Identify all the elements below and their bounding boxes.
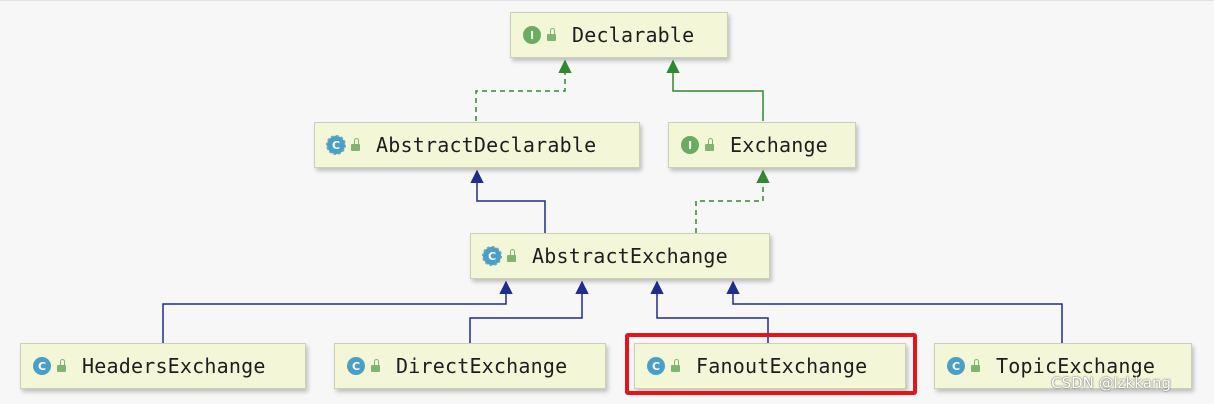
edge-fanoutexchange-extends-abstractexchange bbox=[650, 280, 769, 343]
node-abstract-exchange[interactable]: C AbstractExchange bbox=[470, 233, 770, 279]
public-lock-icon bbox=[971, 359, 980, 372]
node-headers-exchange[interactable]: C HeadersExchange bbox=[20, 343, 306, 389]
node-topic-exchange-label: TopicExchange bbox=[996, 354, 1156, 378]
node-direct-exchange[interactable]: C DirectExchange bbox=[334, 343, 606, 389]
class-badge-icon: C bbox=[347, 357, 365, 375]
edge-headersexchange-extends-abstractexchange bbox=[162, 280, 513, 343]
edge-exchange-extends-declarable bbox=[666, 59, 764, 121]
edge-abstractexchange-extends-abstractdeclarable bbox=[470, 169, 546, 233]
public-lock-icon bbox=[371, 359, 380, 372]
edge-abstractexchange-implements-exchange bbox=[695, 169, 770, 233]
class-badge-icon: C bbox=[947, 357, 965, 375]
node-abstract-exchange-label: AbstractExchange bbox=[532, 244, 728, 268]
node-declarable-label: Declarable bbox=[572, 23, 695, 47]
node-fanout-exchange-label: FanoutExchange bbox=[696, 354, 868, 378]
interface-badge-icon: I bbox=[523, 26, 541, 44]
interface-badge-icon: I bbox=[681, 136, 699, 154]
highlight-box-fanout-exchange bbox=[625, 333, 917, 395]
node-fanout-exchange[interactable]: C FanoutExchange bbox=[634, 343, 906, 389]
class-badge-icon: C bbox=[647, 357, 665, 375]
public-lock-icon bbox=[57, 359, 66, 372]
public-lock-icon bbox=[351, 138, 360, 151]
node-topic-exchange[interactable]: C TopicExchange bbox=[934, 343, 1192, 389]
public-lock-icon bbox=[507, 249, 516, 262]
node-abstract-declarable-label: AbstractDeclarable bbox=[376, 133, 597, 157]
public-lock-icon bbox=[671, 359, 680, 372]
node-direct-exchange-label: DirectExchange bbox=[396, 354, 568, 378]
edge-directexchange-extends-abstractexchange bbox=[469, 280, 589, 343]
public-lock-icon bbox=[547, 28, 556, 41]
node-exchange[interactable]: I Exchange bbox=[668, 122, 856, 168]
watermark: CSDN @lzkkang bbox=[1051, 374, 1171, 392]
node-exchange-label: Exchange bbox=[730, 133, 828, 157]
edge-abstractdeclarable-implements-declarable bbox=[475, 59, 572, 121]
node-declarable[interactable]: I Declarable bbox=[510, 12, 728, 58]
node-headers-exchange-label: HeadersExchange bbox=[82, 354, 266, 378]
abstract-class-badge-icon: C bbox=[482, 246, 502, 266]
node-abstract-declarable[interactable]: C AbstractDeclarable bbox=[314, 122, 640, 168]
abstract-class-badge-icon: C bbox=[326, 135, 346, 155]
class-badge-icon: C bbox=[33, 357, 51, 375]
edge-topicexchange-extends-abstractexchange bbox=[726, 280, 1063, 343]
public-lock-icon bbox=[705, 138, 714, 151]
